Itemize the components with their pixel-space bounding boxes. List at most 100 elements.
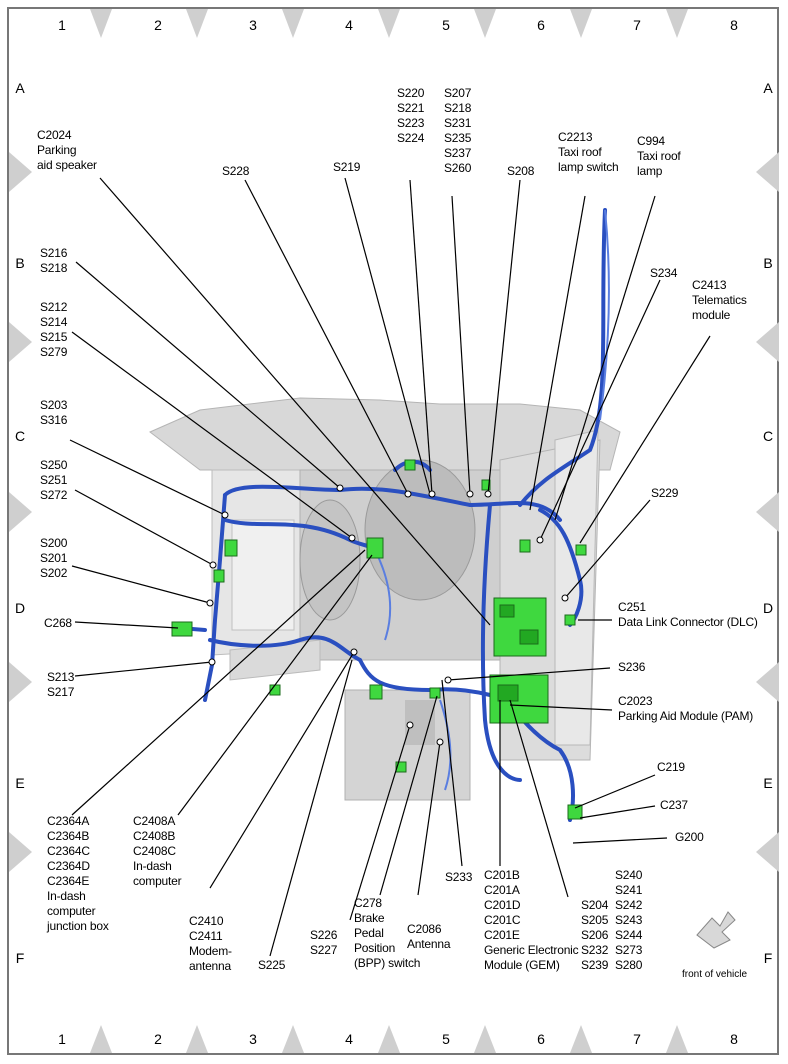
- label-line: S223: [397, 116, 425, 130]
- label-line: C201A: [484, 883, 520, 897]
- label-line: Taxi roof: [637, 149, 681, 163]
- grid-col-5: 5: [442, 17, 450, 33]
- label-line: lamp switch: [558, 160, 619, 174]
- label-line: S204: [581, 898, 609, 912]
- label-line: S221: [397, 101, 425, 115]
- label-line: S234: [650, 266, 678, 280]
- label-line: C237: [660, 798, 688, 812]
- grid-col-3: 3: [249, 17, 257, 33]
- label-line: S205: [581, 913, 609, 927]
- grid-row-e-right: E: [763, 775, 773, 791]
- label-line: G200: [675, 830, 704, 844]
- label-s234: S234: [650, 266, 677, 281]
- grid-row-c-right: C: [762, 428, 774, 444]
- label-line: Position: [354, 941, 396, 955]
- label-s229: S229: [651, 486, 678, 501]
- label-line: C2364C: [47, 844, 90, 858]
- label-line: S242: [615, 898, 643, 912]
- label-line: S220: [397, 86, 425, 100]
- label-line: S260: [444, 161, 472, 175]
- label-g200: G200: [675, 830, 704, 845]
- grid-row-f: F: [15, 950, 25, 966]
- label-line: C2408B: [133, 829, 176, 843]
- label-line: junction box: [47, 919, 109, 933]
- label-line: S216: [40, 246, 68, 260]
- label-line: S207: [444, 86, 472, 100]
- instrument-panel: [149, 397, 621, 801]
- label-line: S316: [40, 413, 68, 427]
- label-line: C2364B: [47, 829, 90, 843]
- label-c237: C237: [660, 798, 688, 813]
- label-line: S227: [310, 943, 338, 957]
- label-line: S202: [40, 566, 68, 580]
- label-line: C268: [44, 616, 72, 630]
- grid-row-b: B: [15, 255, 25, 271]
- label-line: S203: [40, 398, 68, 412]
- label-line: Modem-: [189, 944, 232, 958]
- label-line: C251: [618, 600, 646, 614]
- label-s236: S236: [618, 660, 645, 675]
- label-line: S217: [47, 685, 75, 699]
- label-line: S250: [40, 458, 68, 472]
- label-line: S224: [397, 131, 425, 145]
- label-line: C201B: [484, 868, 520, 882]
- label-line: antenna: [189, 959, 231, 973]
- label-line: Module (GEM): [484, 958, 560, 972]
- label-line: C2364D: [47, 859, 90, 873]
- label-line: S219: [333, 160, 361, 174]
- label-line: S218: [40, 261, 68, 275]
- label-line: lamp: [637, 164, 663, 178]
- label-line: S235: [444, 131, 472, 145]
- label-line: S200: [40, 536, 68, 550]
- label-line: Pedal: [354, 926, 384, 940]
- label-line: Data Link Connector (DLC): [618, 615, 758, 629]
- label-c219: C219: [657, 760, 685, 775]
- label-s208: S208: [507, 164, 534, 179]
- grid-col-2: 2: [154, 17, 162, 33]
- label-line: S280: [615, 958, 643, 972]
- label-line: S240: [615, 868, 643, 882]
- label-line: (BPP) switch: [354, 956, 421, 970]
- grid-col-1: 1: [58, 17, 66, 33]
- label-s219: S219: [333, 160, 360, 175]
- label-line: S213: [47, 670, 75, 684]
- label-line: S228: [222, 164, 250, 178]
- label-line: C2364E: [47, 874, 90, 888]
- label-line: S218: [444, 101, 472, 115]
- label-line: S244: [615, 928, 643, 942]
- grid-col-4: 4: [345, 17, 353, 33]
- grid-col-1-bottom: 1: [58, 1031, 66, 1047]
- label-line: S226: [310, 928, 338, 942]
- label-line: Generic Electronic: [484, 943, 579, 957]
- label-line: C2024: [37, 128, 72, 142]
- label-line: S229: [651, 486, 679, 500]
- label-line: In-dash: [133, 859, 172, 873]
- label-line: Taxi roof: [558, 145, 602, 159]
- label-line: C2413: [692, 278, 727, 292]
- label-line: C2213: [558, 130, 593, 144]
- label-line: S201: [40, 551, 68, 565]
- label-line: S237: [444, 146, 472, 160]
- label-line: S273: [615, 943, 643, 957]
- label-line: Parking Aid Module (PAM): [618, 709, 754, 723]
- label-line: C219: [657, 760, 685, 774]
- grid-col-6: 6: [537, 17, 545, 33]
- grid-col-6-bottom: 6: [537, 1031, 545, 1047]
- label-line: C278: [354, 896, 382, 910]
- callout-leaders: [69, 177, 711, 957]
